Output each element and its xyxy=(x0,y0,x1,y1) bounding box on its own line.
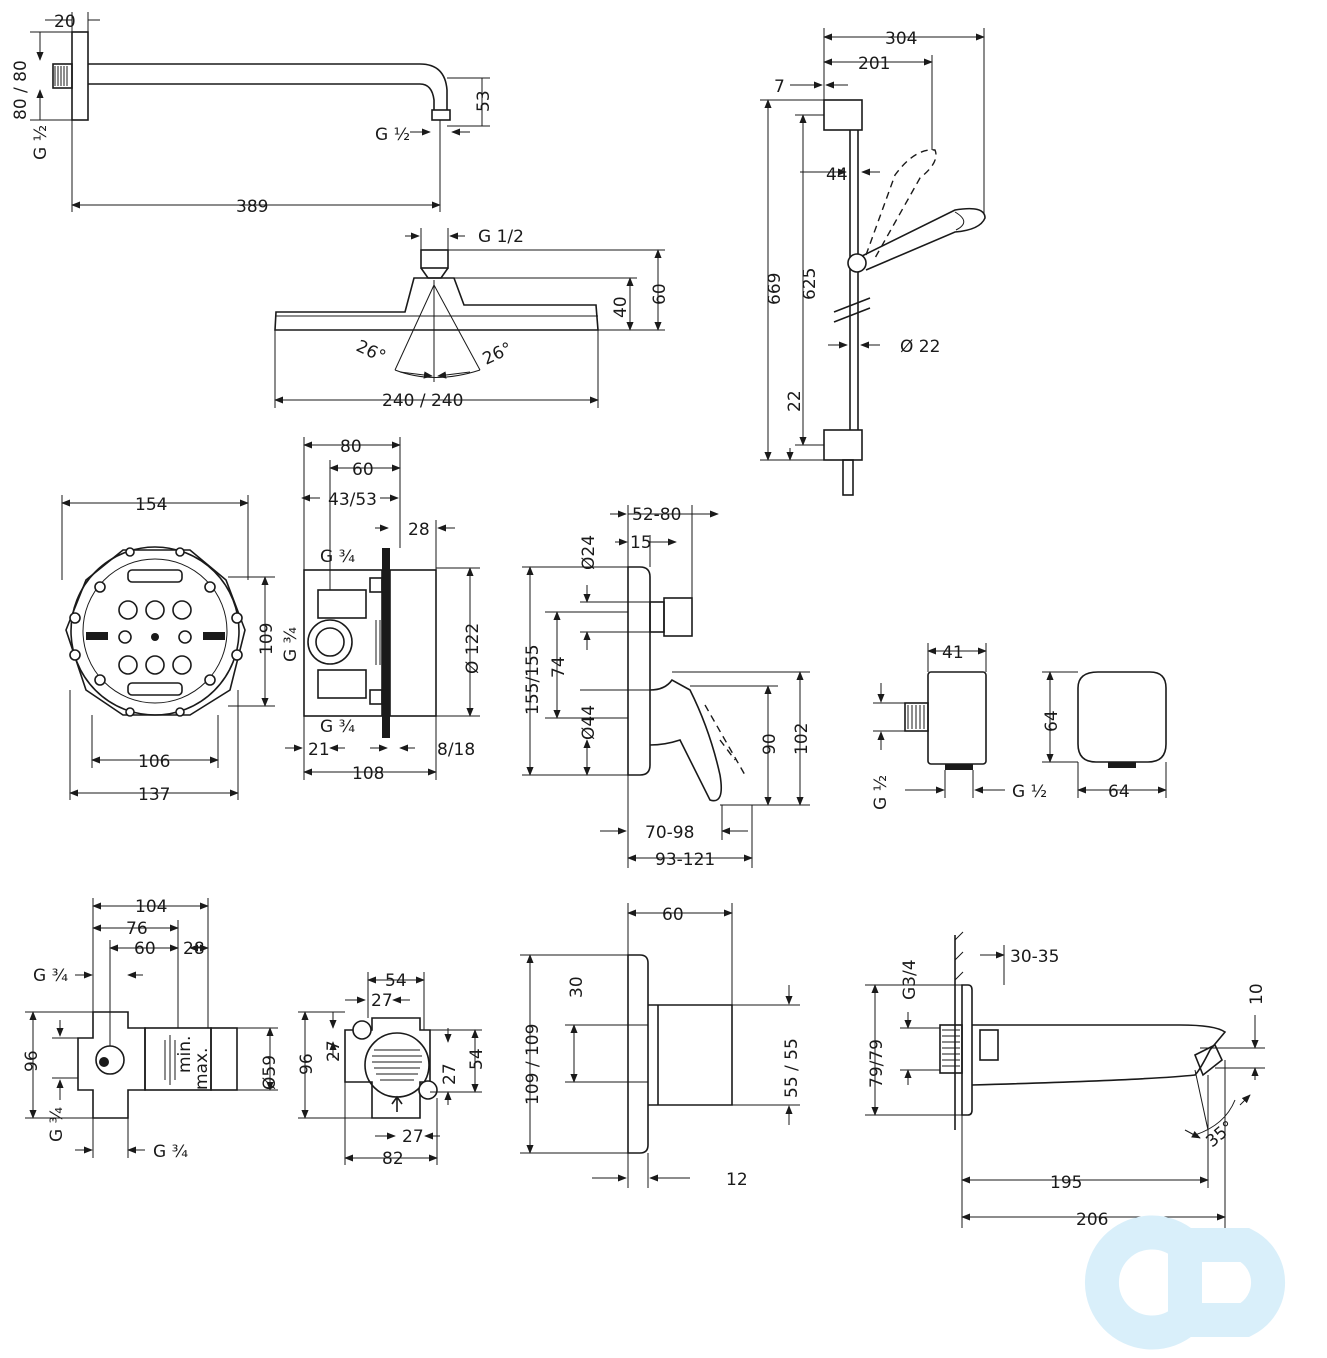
dim-96: 96 xyxy=(22,1050,42,1072)
dim-20: 20 xyxy=(54,12,76,32)
dim-41: 41 xyxy=(942,643,964,663)
ibox-front-drawing: 154 109 106 137 xyxy=(61,495,277,805)
dim-dia-122: Ø 122 xyxy=(463,623,483,674)
ibox-side-drawing: 80 60 43/53 28 G ¾ G ¾ G ¾ Ø 122 21 8/18… xyxy=(281,437,483,784)
dim-102: 102 xyxy=(792,723,812,755)
dim-g34-top: G ¾ xyxy=(33,966,68,986)
dim-90: 90 xyxy=(760,733,780,755)
dim-g-half-left: G ½ xyxy=(31,125,51,160)
dim-10: 10 xyxy=(1247,983,1267,1005)
dim-96: 96 xyxy=(297,1053,317,1075)
dim-201: 201 xyxy=(858,54,890,74)
dim-g34-mid: G ¾ xyxy=(281,627,301,662)
dim-27-top: 27 xyxy=(371,991,393,1011)
dim-195: 195 xyxy=(1050,1173,1082,1193)
dim-64-width: 64 xyxy=(1108,782,1130,802)
dim-44: 44 xyxy=(826,165,848,185)
dim-27-bottom: 27 xyxy=(402,1127,424,1147)
dim-15: 15 xyxy=(630,533,652,553)
dim-106: 106 xyxy=(138,752,170,772)
dim-60: 60 xyxy=(352,460,374,480)
dim-206: 206 xyxy=(1076,1210,1108,1230)
dim-g34: G3/4 xyxy=(900,959,920,1000)
dim-30: 30 xyxy=(567,976,587,998)
ibox-screws xyxy=(69,547,243,717)
dim-g-half-mid: G ½ xyxy=(1012,782,1047,802)
label-max: max. xyxy=(192,1048,212,1090)
dim-79: 79/79 xyxy=(867,1039,887,1088)
shower-rail-drawing: 304 201 7 44 669 625 Ø 22 22 xyxy=(760,28,986,496)
label-min: min. xyxy=(175,1036,195,1073)
dim-240: 240 / 240 xyxy=(382,391,463,411)
dim-27-left: 27 xyxy=(324,1040,344,1062)
dim-dia-59: Ø59 xyxy=(260,1055,280,1090)
dim-60: 60 xyxy=(662,905,684,925)
dim-43-53: 43/53 xyxy=(328,490,377,510)
dim-60: 60 xyxy=(134,939,156,959)
shower-arm-drawing: 20 80 / 80 G ½ G ½ 53 389 xyxy=(11,12,494,217)
dim-93-121: 93-121 xyxy=(655,850,715,870)
dim-g34-bot: G ¾ xyxy=(320,717,355,737)
dim-669: 669 xyxy=(765,273,785,305)
dim-22: 22 xyxy=(785,390,805,412)
dim-28: 28 xyxy=(408,520,430,540)
trim-plate-drawing: 60 30 109 / 109 55 / 55 12 xyxy=(520,903,802,1190)
dim-26-left: 26° xyxy=(353,336,389,367)
watermark-logo xyxy=(1085,1215,1286,1350)
dim-g34-bottom-right: G ¾ xyxy=(153,1142,188,1162)
dim-76: 76 xyxy=(126,919,148,939)
dim-154: 154 xyxy=(135,495,167,515)
valve-body-drawing: 104 76 60 28 G ¾ 96 Ø59 min. max. G ¾ G … xyxy=(22,897,280,1162)
dim-g34-bottom-left: G ¾ xyxy=(47,1107,67,1142)
dim-108: 108 xyxy=(352,764,384,784)
dim-g34-top: G ¾ xyxy=(320,547,355,567)
dim-g-half: G 1/2 xyxy=(478,227,524,247)
dim-dia-22: Ø 22 xyxy=(900,337,940,357)
dim-389: 389 xyxy=(236,197,268,217)
dim-dia-24: Ø24 xyxy=(579,535,599,570)
dim-26-right: 26° xyxy=(480,339,516,370)
dim-54-right: 54 xyxy=(467,1048,487,1070)
wall-outlet-drawing: 41 64 G ½ G ½ 64 xyxy=(871,643,1167,810)
dim-109: 109 xyxy=(257,623,277,655)
dim-27-right: 27 xyxy=(440,1063,460,1085)
dim-625: 625 xyxy=(800,268,820,300)
dim-12: 12 xyxy=(726,1170,748,1190)
dim-155: 155/155 xyxy=(523,644,543,715)
dim-40: 40 xyxy=(611,296,631,318)
dim-g-half-right: G ½ xyxy=(375,125,410,145)
bath-spout-drawing: G3/4 30-35 79/79 10 35° 195 206 xyxy=(865,931,1267,1230)
dim-304: 304 xyxy=(885,29,917,49)
dim-80: 80 xyxy=(340,437,362,457)
dim-70-98: 70-98 xyxy=(645,823,694,843)
dim-82: 82 xyxy=(382,1149,404,1169)
dim-64-height: 64 xyxy=(1042,710,1062,732)
dim-28: 28 xyxy=(183,939,205,959)
overhead-shower-drawing: G 1/2 60 40 26° 26° 240 / 240 xyxy=(274,227,670,411)
dim-g-half-left: G ½ xyxy=(871,775,891,810)
ibox-holes xyxy=(86,600,225,675)
mixer-drawing: 52-80 15 Ø24 155/155 74 Ø44 90 102 70-98… xyxy=(522,505,812,870)
dim-7: 7 xyxy=(774,77,785,97)
dim-104: 104 xyxy=(135,897,167,917)
dim-8-18: 8/18 xyxy=(437,740,475,760)
diverter-drawing: 54 27 27 96 27 54 27 82 xyxy=(297,971,487,1169)
dim-74: 74 xyxy=(549,656,569,678)
dim-137: 137 xyxy=(138,785,170,805)
dim-80-80: 80 / 80 xyxy=(11,60,31,120)
dim-21: 21 xyxy=(308,740,330,760)
dim-55: 55 / 55 xyxy=(782,1038,802,1098)
dim-109: 109 / 109 xyxy=(523,1024,543,1105)
dim-60: 60 xyxy=(650,283,670,305)
dim-52-80: 52-80 xyxy=(632,505,681,525)
dim-53: 53 xyxy=(474,90,494,112)
dim-dia-44: Ø44 xyxy=(579,705,599,740)
dim-54-top: 54 xyxy=(385,971,407,991)
dim-30-35: 30-35 xyxy=(1010,947,1059,967)
